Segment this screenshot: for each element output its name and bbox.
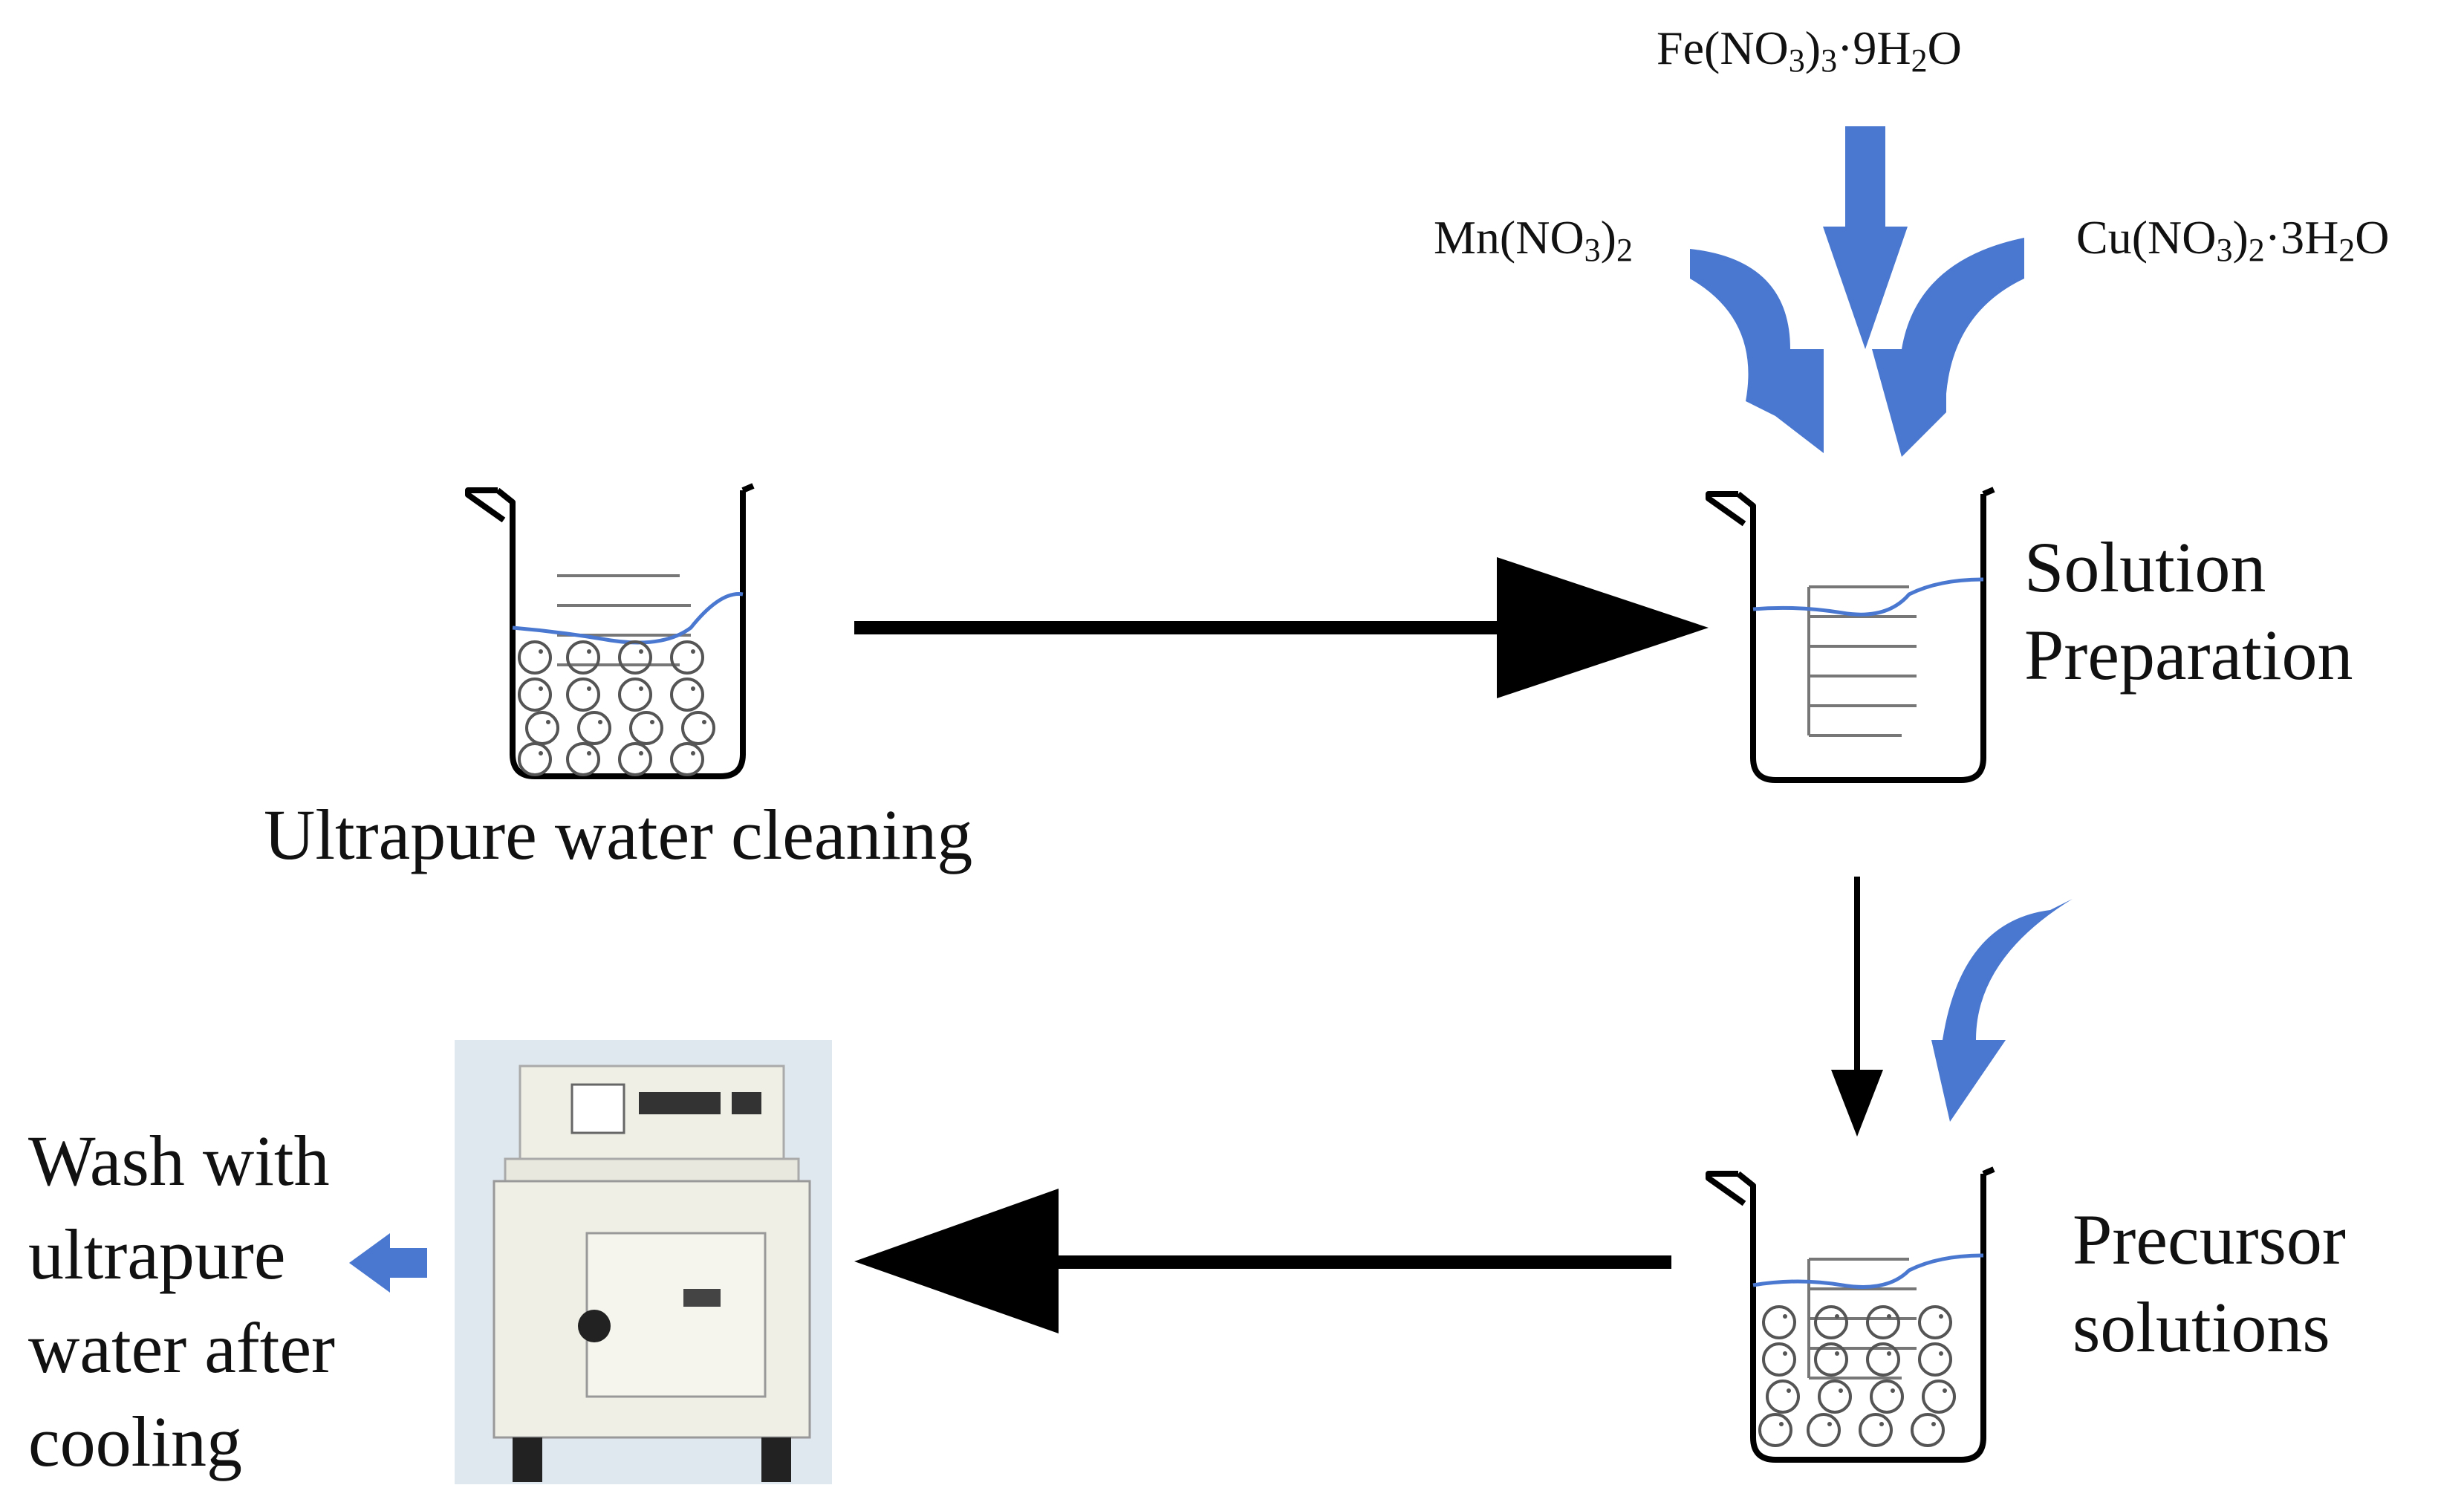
wash-arrow-tail-icon [386, 1248, 427, 1278]
additive-arrow-icon [1931, 899, 2073, 1122]
precursor-label: Precursor solutions [2073, 1196, 2346, 1371]
wash-label: Wash with ultrapure water after cooling [28, 1114, 335, 1489]
solution-prep-line: Preparation [2024, 615, 2353, 695]
precursor-line: Precursor [2073, 1200, 2346, 1279]
reagent-arrows [1690, 126, 2024, 457]
wash-line: water after [28, 1308, 336, 1388]
fe-arrow-icon [1823, 126, 1908, 349]
arrow-to-solution-icon [854, 557, 1709, 698]
arrow-to-furnace-icon [854, 1189, 1671, 1333]
arrow-down-icon [1831, 877, 1883, 1137]
mn-arrow-icon [1690, 249, 1824, 453]
wash-line: Wash with [28, 1121, 330, 1200]
solution-beaker-icon [1709, 490, 1994, 780]
mn-reagent-label: Mn(NO3)2 [1434, 211, 1633, 268]
cleaning-label: Ultrapure water cleaning [264, 795, 973, 874]
wash-line: cooling [28, 1402, 242, 1481]
wash-line: ultrapure [28, 1215, 286, 1294]
cu-reagent-label: Cu(NO3)2·3H2O [2076, 211, 2390, 268]
fe-reagent-label: Fe(NO3)3·9H2O [1657, 22, 1962, 79]
precursor-beaker-icon [1709, 1169, 1994, 1460]
muffle-furnace-icon [455, 1040, 832, 1484]
cu-arrow-icon [1872, 238, 2024, 457]
solution-prep-label: Solution Preparation [2024, 524, 2353, 699]
wash-arrow-head-icon [349, 1233, 390, 1293]
precursor-line: solutions [2073, 1287, 2330, 1367]
solution-prep-line: Solution [2024, 527, 2266, 607]
cleaning-beaker-icon [468, 486, 753, 776]
